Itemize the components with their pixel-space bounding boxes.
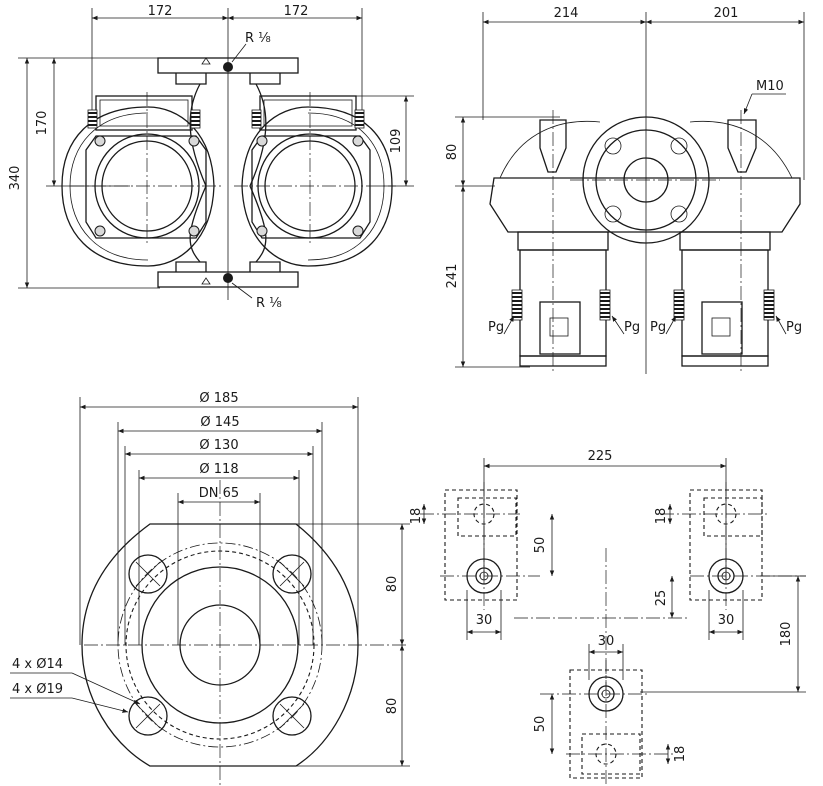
foot-dim-width-bottom: 30 xyxy=(598,634,615,649)
flange-dim-upper-height: 80 xyxy=(385,576,400,593)
bolt-hole xyxy=(272,696,312,736)
side-dim-lower-height: 241 xyxy=(445,264,460,289)
foot-dim-width-left: 30 xyxy=(476,613,493,628)
bolt-hole xyxy=(272,554,312,594)
foot-dim-vertical-left: 50 xyxy=(533,537,548,554)
gland-label-1: Pg xyxy=(488,320,504,335)
top-flange: R ⅛ xyxy=(157,31,299,85)
hole-small-label: 4 x Ø14 xyxy=(12,657,63,672)
foot-dim-total-height: 180 xyxy=(779,622,794,647)
hole-large-label: 4 x Ø19 xyxy=(12,682,63,697)
foot-layout: 225 18 50 30 xyxy=(409,449,806,784)
side-dim-left-width: 214 xyxy=(554,6,579,21)
dia-raised-face-label: Ø 130 xyxy=(199,438,238,453)
gland-label-2: Pg xyxy=(624,320,640,335)
left-pump-head xyxy=(61,92,222,267)
vent-plug-bottom-icon xyxy=(223,273,233,283)
bolt-hole xyxy=(128,554,168,594)
flange-dim-lower-height: 80 xyxy=(385,698,400,715)
right-motor-unit: Pg Pg xyxy=(650,231,802,367)
cable-gland-icon xyxy=(763,289,775,321)
side-dim-right-width: 201 xyxy=(714,6,739,21)
side-view: 214 201 80 241 M10 xyxy=(445,6,805,374)
front-view: 172 172 340 170 109 R ⅛ xyxy=(8,4,414,311)
front-dim-right-height: 109 xyxy=(389,129,404,154)
front-dim-total-height: 340 xyxy=(8,166,23,191)
foot-dim-offset-left: 18 xyxy=(409,508,424,525)
foot-dim-width-right: 30 xyxy=(718,613,735,628)
gland-label-4: Pg xyxy=(786,320,802,335)
right-pump-head xyxy=(234,92,396,267)
right-knob-icon xyxy=(251,109,262,129)
left-knob-icon xyxy=(87,109,98,129)
dia-bore-circle-label: Ø 118 xyxy=(199,462,238,477)
right-foot: 18 30 xyxy=(654,482,806,640)
bottom-foot: 30 50 18 xyxy=(533,634,688,784)
port-top-label: R ⅛ xyxy=(245,31,271,46)
vent-plug-top-icon xyxy=(223,62,233,72)
gland-label-3: Pg xyxy=(650,320,666,335)
nominal-size-label: DN 65 xyxy=(199,486,239,501)
bolt-label: M10 xyxy=(756,79,784,94)
flange-view: Ø 185 Ø 145 Ø 130 Ø 118 DN 65 xyxy=(10,391,410,786)
cable-gland-icon xyxy=(511,289,523,321)
left-motor-unit: Pg Pg xyxy=(488,231,640,367)
foot-dim-vertical-bottom: 50 xyxy=(533,716,548,733)
flange-diameter-dimensions: Ø 185 Ø 145 Ø 130 Ø 118 DN 65 xyxy=(79,391,359,645)
cable-gland-icon xyxy=(599,289,611,321)
dia-outer-label: Ø 185 xyxy=(199,391,238,406)
foot-dim-spacing: 225 xyxy=(588,449,613,464)
cable-gland-icon xyxy=(673,289,685,321)
side-dim-upper-height: 80 xyxy=(445,144,460,161)
port-bottom-label: R ⅛ xyxy=(256,296,282,311)
right-bolt-boss xyxy=(727,119,757,173)
center-body-right xyxy=(249,83,267,263)
front-dim-right-width: 172 xyxy=(284,4,309,19)
front-dim-upper-height: 170 xyxy=(35,111,50,136)
bottom-flange: R ⅛ xyxy=(157,261,299,311)
right-knob-icon xyxy=(354,109,365,129)
foot-dim-small-height: 25 xyxy=(654,590,669,607)
front-width-dimension: 172 172 xyxy=(91,4,363,300)
left-knob-icon xyxy=(190,109,201,129)
front-dim-left-width: 172 xyxy=(148,4,173,19)
bolt-hole xyxy=(128,696,168,736)
foot-dim-offset-bottom: 18 xyxy=(673,746,688,763)
foot-dim-offset-right: 18 xyxy=(654,508,669,525)
left-bolt-boss xyxy=(539,119,567,173)
left-foot: 18 50 30 xyxy=(409,482,555,640)
dia-bolt-circle-label: Ø 145 xyxy=(200,415,239,430)
